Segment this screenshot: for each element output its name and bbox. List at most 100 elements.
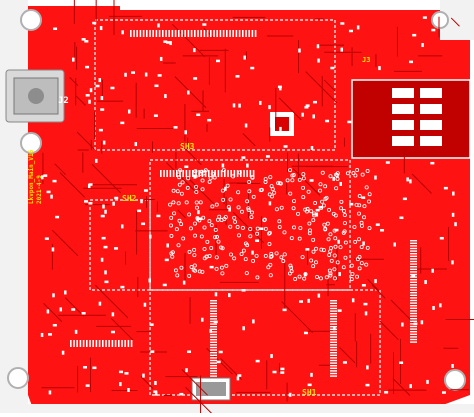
- via: [246, 208, 251, 213]
- via: [231, 174, 236, 179]
- pin: [330, 365, 337, 367]
- via: [304, 209, 309, 214]
- pad: [228, 207, 231, 212]
- connector-j2: [5, 69, 65, 123]
- pad: [100, 96, 104, 101]
- via: [270, 187, 275, 192]
- via: [302, 276, 307, 281]
- pin: [410, 297, 417, 299]
- pad: [209, 265, 214, 269]
- via: [245, 199, 250, 204]
- via: [311, 264, 316, 269]
- pad: [140, 199, 143, 204]
- via: [187, 212, 192, 217]
- via: [189, 265, 194, 270]
- via: [209, 245, 214, 250]
- pin: [210, 323, 217, 325]
- pad: [150, 350, 155, 353]
- pad: [193, 174, 196, 179]
- pin: [210, 344, 217, 346]
- pad: [349, 202, 354, 206]
- pad: [98, 128, 103, 132]
- pin: [210, 339, 217, 341]
- via: [359, 244, 364, 249]
- via: [288, 263, 293, 268]
- pin: [210, 310, 217, 312]
- via: [232, 256, 237, 261]
- pin: [410, 302, 417, 304]
- via: [207, 179, 212, 184]
- pin: [330, 375, 337, 377]
- pad: [317, 293, 321, 298]
- pad: [238, 103, 241, 108]
- pad: [454, 222, 457, 227]
- via: [214, 202, 219, 207]
- via: [192, 233, 197, 238]
- pin: [410, 310, 417, 312]
- via: [292, 225, 297, 230]
- via: [289, 265, 294, 270]
- pin: [330, 305, 337, 307]
- pin: [410, 271, 417, 273]
- pad: [52, 293, 55, 298]
- pad: [393, 242, 396, 247]
- trace: [339, 347, 356, 364]
- pin: [410, 325, 417, 328]
- via: [215, 217, 220, 222]
- via: [332, 276, 337, 281]
- pad: [340, 47, 344, 52]
- pad: [154, 391, 158, 396]
- via: [267, 192, 272, 197]
- via: [289, 269, 294, 274]
- via: [297, 274, 302, 279]
- pad: [143, 189, 148, 192]
- via: [169, 215, 174, 220]
- pad: [221, 163, 225, 168]
- via: [241, 248, 246, 253]
- pad: [272, 370, 277, 374]
- pin: [121, 340, 123, 347]
- pad: [361, 196, 366, 199]
- pad: [422, 16, 427, 19]
- pin: [210, 341, 217, 343]
- via: [329, 258, 334, 263]
- pin: [232, 30, 234, 37]
- pad: [228, 293, 231, 298]
- pad: [88, 202, 93, 205]
- pin: [79, 340, 82, 347]
- pad: [40, 332, 44, 337]
- pad: [207, 118, 212, 122]
- pad: [420, 320, 424, 325]
- via: [297, 177, 302, 182]
- mounting-holes: [7, 9, 466, 391]
- pad: [214, 292, 218, 297]
- pad: [46, 309, 50, 314]
- via: [357, 203, 362, 208]
- pin: [210, 307, 217, 310]
- pad: [185, 368, 188, 373]
- pin: [200, 30, 202, 37]
- via: [170, 254, 175, 259]
- pad: [85, 384, 90, 387]
- pad: [100, 257, 104, 262]
- pin: [229, 30, 231, 37]
- via: [247, 189, 252, 194]
- via: [203, 168, 208, 173]
- via: [255, 275, 260, 280]
- pad: [259, 100, 262, 105]
- trace: [185, 387, 215, 417]
- via: [353, 173, 358, 178]
- pad: [216, 360, 221, 364]
- via: [328, 249, 333, 254]
- pin: [214, 170, 216, 177]
- pad: [142, 373, 145, 378]
- via: [270, 194, 275, 199]
- pad: [173, 126, 178, 129]
- pin: [254, 30, 257, 37]
- via: [323, 196, 328, 201]
- via: [350, 271, 355, 276]
- pad: [356, 25, 360, 30]
- via: [276, 181, 281, 186]
- pad: [111, 312, 115, 317]
- trace: [232, 211, 265, 244]
